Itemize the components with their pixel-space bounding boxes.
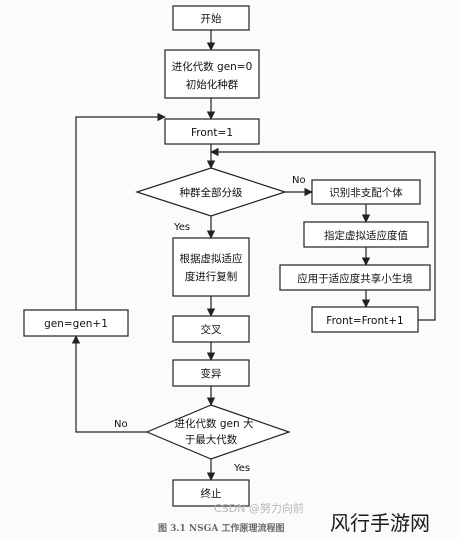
check-label-line1: 进化代数 gen 大 [175, 417, 254, 430]
check-decision: 进化代数 gen 大 于最大代数 [145, 404, 291, 460]
check-yes-label: Yes [233, 463, 250, 474]
figure-caption: 图 3.1 NSGA 工作原理流程图 [158, 522, 284, 534]
edge-geninc-loop [75, 112, 166, 310]
crossover-node: 交叉 [172, 315, 250, 343]
copy-label-line1: 根据虚拟适应 [180, 252, 243, 265]
edge-check-no [71, 335, 147, 433]
start-label: 开始 [201, 12, 222, 25]
start-node: 开始 [172, 5, 250, 31]
sharing-node: 应用于适应度共享小生境 [279, 264, 431, 291]
init-label-line1: 进化代数 gen=0 [172, 60, 253, 73]
gen-inc-node: gen=gen+1 [23, 309, 129, 337]
front-init-label: Front=1 [191, 127, 233, 139]
crossover-label: 交叉 [201, 323, 222, 336]
csdn-watermark: CSDN @努力向前 [214, 501, 304, 515]
edge-frontinc-loop [210, 147, 436, 321]
assign-fitness-label: 指定虚拟适应度值 [324, 229, 408, 242]
identify-node: 识别非支配个体 [311, 179, 421, 205]
copy-label-line2: 度进行复制 [185, 270, 238, 283]
mutation-label: 变异 [201, 367, 222, 380]
connectors [71, 30, 436, 481]
gen-inc-label: gen=gen+1 [44, 318, 108, 330]
init-label-line2: 初始化种群 [186, 78, 239, 91]
site-watermark: 风行手游网 [330, 511, 430, 535]
mutation-node: 变异 [172, 359, 250, 387]
end-node: 终止 [172, 479, 250, 507]
assign-fitness-node: 指定虚拟适应度值 [303, 221, 429, 248]
sharing-label: 应用于适应度共享小生境 [297, 272, 413, 285]
classify-decision: 种群全部分级 [135, 167, 287, 217]
classify-yes-label: Yes [173, 222, 190, 233]
front-inc-node: Front=Front+1 [311, 306, 419, 333]
end-label: 终止 [201, 487, 222, 500]
classify-label: 种群全部分级 [180, 186, 243, 199]
copy-node: 根据虚拟适应 度进行复制 [172, 237, 250, 297]
check-no-label: No [114, 419, 128, 430]
front-init-node: Front=1 [164, 118, 260, 145]
front-inc-label: Front=Front+1 [326, 315, 403, 327]
check-label-line2: 于最大代数 [185, 433, 238, 446]
init-node: 进化代数 gen=0 初始化种群 [164, 49, 260, 99]
identify-label: 识别非支配个体 [329, 187, 403, 199]
classify-no-label: No [292, 175, 306, 186]
